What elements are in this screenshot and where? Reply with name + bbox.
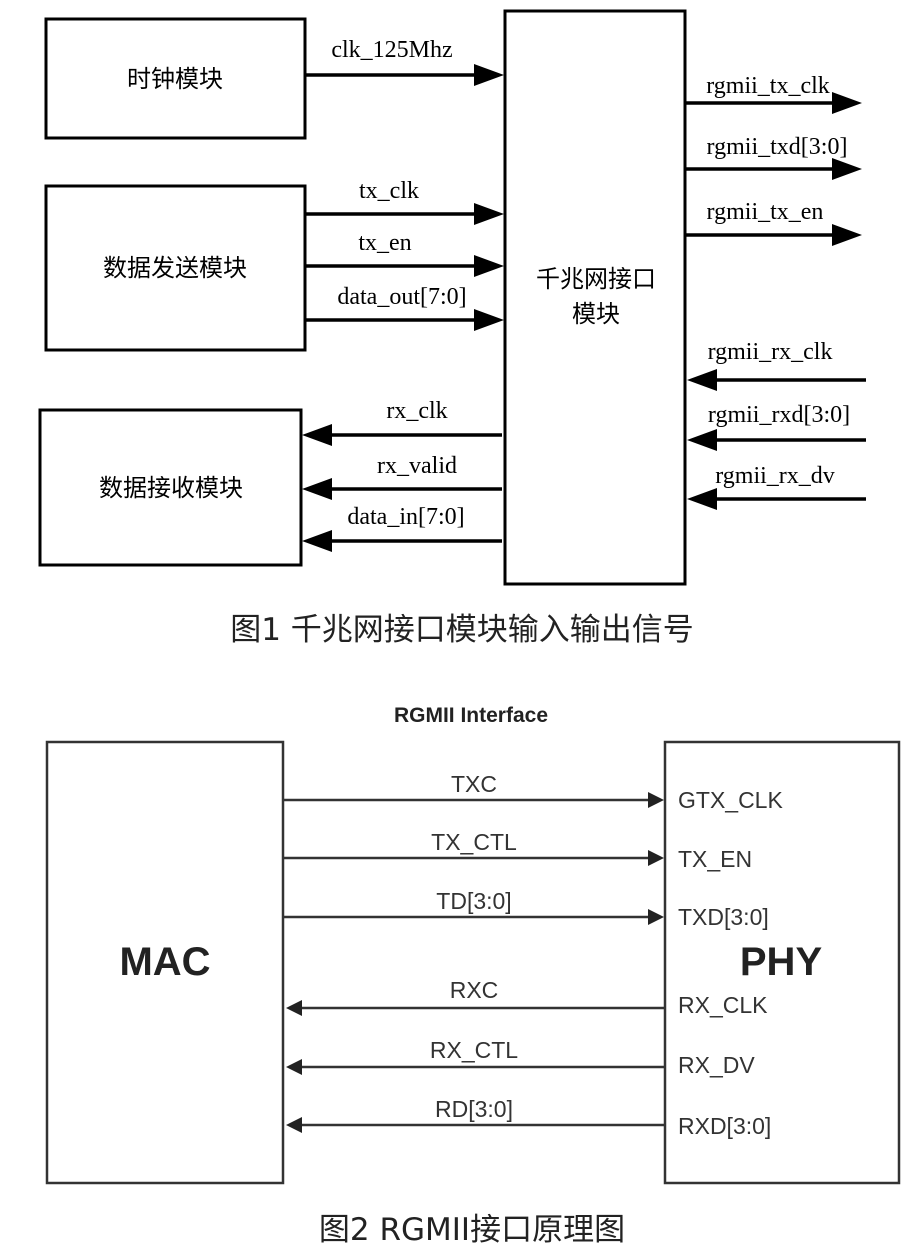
rx-ctl-label: RX_CTL — [430, 1037, 518, 1063]
tx-en-pin: TX_EN — [678, 846, 752, 872]
figure-1: 时钟模块 数据发送模块 数据接收模块 千兆网接口 模块 clk_125Mhz t… — [38, 9, 866, 648]
mac-box — [45, 740, 285, 1185]
clk-125mhz-label: clk_125Mhz — [331, 37, 452, 63]
phy-label: PHY — [740, 940, 823, 984]
fig1-rx-arrows: rx_clk rx_valid data_in[7:0] — [302, 398, 502, 552]
data-in-arrowhead — [302, 530, 332, 552]
fig1-rgmii-rx: rgmii_rx_clk rgmii_rxd[3:0] rgmii_rx_dv — [687, 339, 866, 510]
gige-module-label-line2: 模块 — [572, 300, 620, 328]
phy-pin-labels: GTX_CLK TX_EN TXD[3:0] RX_CLK RX_DV RXD[… — [678, 787, 783, 1139]
clock-module-label: 时钟模块 — [127, 65, 223, 93]
gige-module-box — [503, 9, 687, 586]
rgmii-rxd-label: rgmii_rxd[3:0] — [708, 402, 850, 428]
td-arrowhead — [648, 909, 664, 925]
rxc-arrowhead — [286, 1000, 302, 1016]
rgmii-rx-dv-label: rgmii_rx_dv — [715, 463, 835, 489]
gige-module-label-line1: 千兆网接口 — [536, 265, 656, 293]
data-out-arrowhead — [474, 309, 504, 331]
data-in-label: data_in[7:0] — [347, 504, 464, 530]
rgmii-txd-label: rgmii_txd[3:0] — [707, 134, 848, 160]
rx-valid-arrowhead — [302, 478, 332, 500]
fig1-rgmii-tx: rgmii_tx_clk rgmii_txd[3:0] rgmii_tx_en — [686, 73, 862, 246]
mac-label: MAC — [119, 940, 210, 984]
tx-ctl-label: TX_CTL — [431, 829, 517, 855]
rgmii-txd-arrowhead — [832, 158, 862, 180]
phy-box — [663, 740, 901, 1185]
rx-ctl-arrowhead — [286, 1059, 302, 1075]
figure-2: RGMII Interface MAC PHY TXC TX_CTL TD[3:… — [45, 704, 901, 1248]
rd-arrowhead — [286, 1117, 302, 1133]
rgmii-rxd-arrowhead — [687, 429, 717, 451]
tx-clk-label: tx_clk — [359, 178, 419, 204]
rgmii-interface-title: RGMII Interface — [394, 704, 548, 727]
txc-arrowhead — [648, 792, 664, 808]
figure-2-caption: 图2 RGMII接口原理图 — [319, 1212, 625, 1248]
rgmii-tx-clk-label: rgmii_tx_clk — [706, 73, 830, 99]
rx-clk-arrowhead — [302, 424, 332, 446]
txc-label: TXC — [451, 771, 497, 797]
tx-en-label: tx_en — [358, 230, 411, 256]
tx-clk-arrowhead — [474, 203, 504, 225]
rd-label: RD[3:0] — [435, 1096, 513, 1122]
rgmii-rx-dv-arrowhead — [687, 488, 717, 510]
rgmii-tx-en-label: rgmii_tx_en — [707, 199, 824, 225]
clk-125mhz-arrowhead — [474, 64, 504, 86]
tx-module-box — [44, 184, 307, 352]
clock-module-box — [44, 17, 307, 140]
tx-ctl-arrowhead — [648, 850, 664, 866]
fig2-rx-lines: RXC RX_CTL RD[3:0] — [286, 977, 664, 1133]
rx-clk-pin: RX_CLK — [678, 992, 768, 1018]
rx-valid-label: rx_valid — [377, 453, 457, 479]
fig2-tx-lines: TXC TX_CTL TD[3:0] — [284, 771, 664, 925]
rxc-label: RXC — [450, 977, 499, 1003]
td-label: TD[3:0] — [436, 888, 511, 914]
rx-clk-label: rx_clk — [386, 398, 447, 424]
data-out-label: data_out[7:0] — [337, 284, 466, 310]
rgmii-tx-clk-arrowhead — [832, 92, 862, 114]
rx-module-label: 数据接收模块 — [99, 474, 243, 502]
gtx-clk-pin: GTX_CLK — [678, 787, 783, 813]
rx-module-box — [38, 408, 303, 567]
tx-en-arrowhead — [474, 255, 504, 277]
txd-pin: TXD[3:0] — [678, 904, 769, 930]
figure-1-caption: 图1 千兆网接口模块输入输出信号 — [230, 612, 694, 648]
rgmii-rx-clk-arrowhead — [687, 369, 717, 391]
rxd-pin: RXD[3:0] — [678, 1113, 771, 1139]
fig1-input-arrows: clk_125Mhz tx_clk tx_en data_out[7:0] — [306, 37, 504, 331]
rgmii-rx-clk-label: rgmii_rx_clk — [708, 339, 833, 365]
rx-dv-pin: RX_DV — [678, 1052, 755, 1078]
rgmii-tx-en-arrowhead — [832, 224, 862, 246]
tx-module-label: 数据发送模块 — [103, 254, 247, 282]
